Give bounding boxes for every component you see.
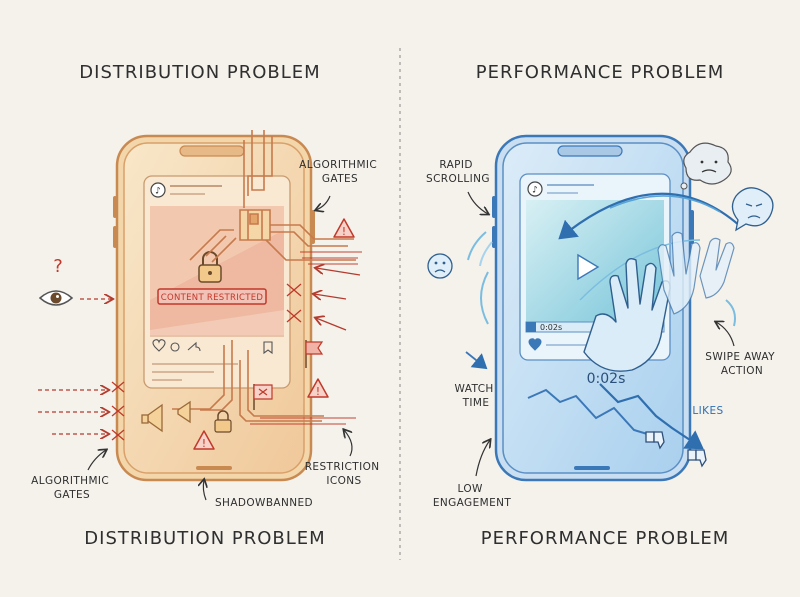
bookmark-icon — [263, 341, 273, 355]
heart-icon — [152, 339, 166, 352]
warning-icon: ! — [307, 378, 329, 398]
comment-icon — [170, 342, 180, 352]
likes-label: LIKES — [692, 405, 723, 417]
flag-icon — [253, 384, 273, 410]
content-restricted-label: CONTENT RESTRICTED — [161, 293, 264, 303]
restriction-x-icon — [286, 283, 302, 323]
eye-icon — [38, 290, 74, 306]
flag-icon — [305, 340, 324, 368]
restriction-icons-label: RESTRICTION ICONS — [305, 461, 384, 487]
warning-icon: ! — [333, 218, 355, 238]
algorithmic-gates-label-bottom: ALGORITHMIC GATES — [31, 475, 113, 501]
heart-icon — [528, 338, 542, 351]
right-top-title: PERFORMANCE PROBLEM — [476, 62, 725, 83]
warning-icon: ! — [193, 430, 215, 450]
lock-icon — [198, 251, 222, 283]
low-engagement-label: LOW ENGAGEMENT — [433, 483, 512, 509]
rapid-scrolling-label: RAPID SCROLLING — [426, 159, 490, 185]
shadowbanned-label: SHADOWBANNED — [215, 497, 313, 509]
share-icon — [187, 341, 201, 352]
question-icon: ? — [53, 256, 63, 277]
watch-time-chart: 0:02s — [527, 371, 704, 450]
angry-face-icon — [731, 187, 774, 232]
right-bottom-title: PERFORMANCE PROBLEM — [481, 528, 730, 549]
frowning-face-icon — [427, 253, 453, 279]
swipe-away-action-label: SWIPE AWAY ACTION — [705, 351, 778, 377]
tiktok-logo-icon — [527, 181, 543, 197]
thumbs-down-icon — [645, 431, 665, 450]
restriction-x-icon — [111, 381, 125, 441]
content-restricted-banner: CONTENT RESTRICTED — [157, 288, 267, 305]
thumbs-down-icon — [687, 449, 707, 468]
svg-text:♪: ♪ — [155, 187, 161, 197]
scroll-arcs — [467, 192, 741, 327]
video-time-label: 0:02s — [540, 323, 562, 332]
svg-text:!: ! — [342, 225, 346, 238]
tiktok-logo-icon — [150, 182, 166, 198]
algorithmic-gates-label-top: ALGORITHMIC GATES — [299, 159, 381, 185]
algorithmic-gate-pipes — [172, 130, 356, 422]
big-time-label: 0:02s — [587, 371, 626, 387]
left-top-title: DISTRIBUTION PROBLEM — [79, 62, 320, 83]
hand-icon — [657, 231, 735, 315]
svg-text:♪: ♪ — [532, 186, 538, 196]
play-icon — [577, 253, 600, 281]
svg-text:!: ! — [316, 385, 320, 398]
frowning-face-icon — [680, 142, 732, 190]
svg-text:!: ! — [202, 437, 206, 450]
hand-icon — [583, 257, 671, 372]
dashed-arrows — [38, 299, 112, 434]
megaphone-icon — [141, 400, 191, 433]
lock-icon — [214, 410, 232, 433]
watch-time-label: WATCH TIME — [455, 383, 498, 409]
left-bottom-title: DISTRIBUTION PROBLEM — [84, 528, 325, 549]
